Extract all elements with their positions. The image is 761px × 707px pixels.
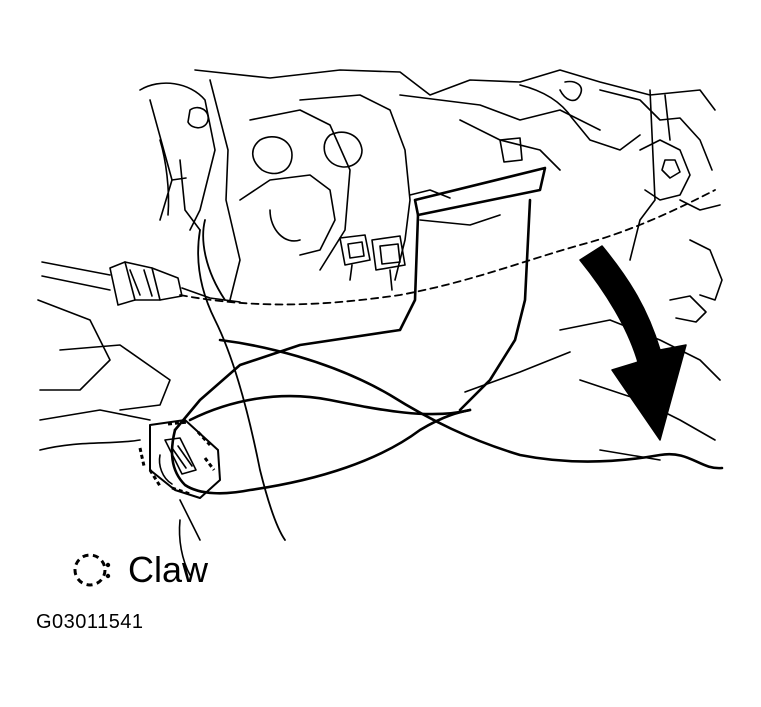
clip-with-claws [138,419,221,499]
cable-grommet [41,261,241,306]
hidden-outline-dashed [179,189,716,306]
wiring-connectors [339,137,523,291]
removal-direction-arrow [579,245,687,441]
under-panel [170,166,724,541]
background-structure [139,69,723,323]
floor-structure [37,299,721,576]
legend-label: Claw [128,549,209,590]
dashed-circle-icon [73,553,111,587]
figure-id: G03011541 [36,611,144,633]
legend: Claw [68,548,208,592]
